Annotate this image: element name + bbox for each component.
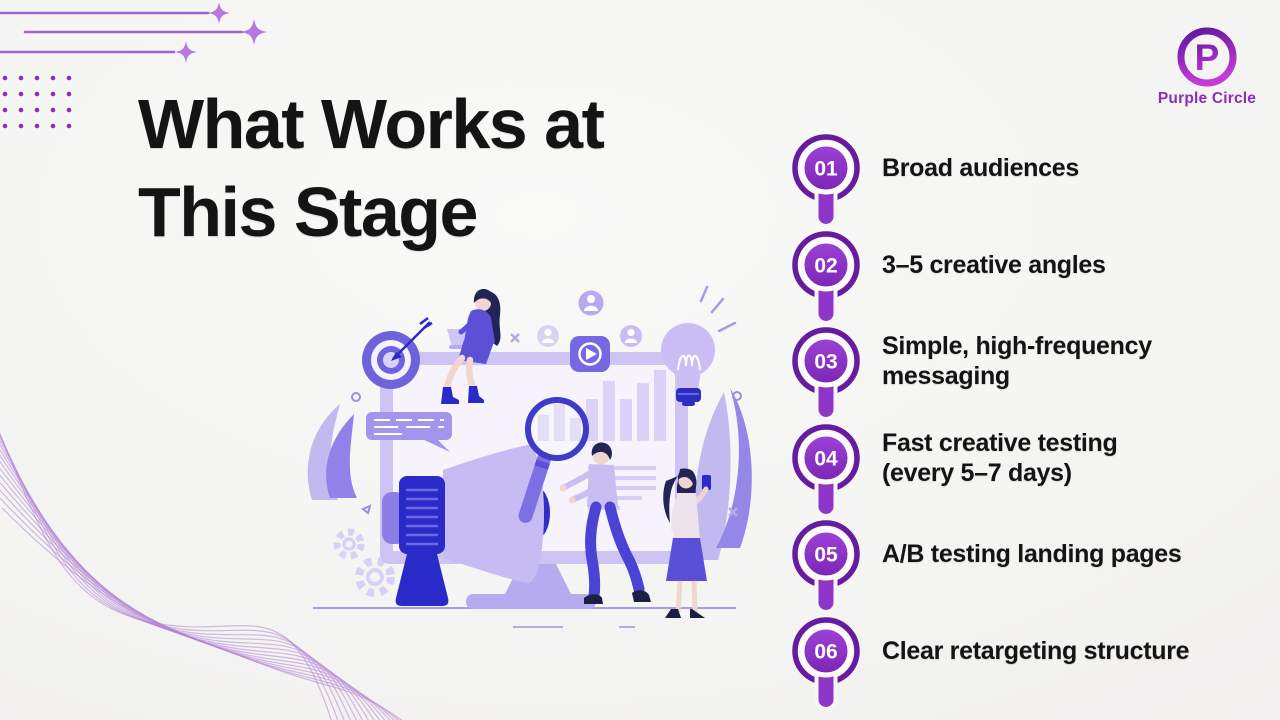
wave-lines-decor xyxy=(0,432,403,720)
brand-name: Purple Circle xyxy=(1158,90,1256,107)
list-item-text: Broad audiences xyxy=(882,154,1079,183)
list-item: 02 3–5 creative angles xyxy=(786,217,1256,325)
list-item: 05 A/B testing landing pages xyxy=(786,506,1256,615)
user-avatar-icon xyxy=(537,325,559,347)
play-button-icon xyxy=(570,336,610,372)
marker-number: 02 xyxy=(814,254,837,277)
scatter-marks-decor xyxy=(351,333,742,517)
list-item-text: Fast creative testing (every 5–7 days) xyxy=(882,428,1118,487)
list-item: 03 Simple, high-frequency messaging xyxy=(786,313,1256,422)
user-avatar-icon xyxy=(578,290,604,316)
sparkle-lines-decor xyxy=(0,2,267,63)
list-marker-pin: 06 xyxy=(792,617,860,711)
list-marker-pin: 04 xyxy=(792,424,860,518)
sparkle-icon xyxy=(241,19,267,45)
lightbulb-icon xyxy=(661,285,737,406)
sparkle-icon xyxy=(175,41,197,63)
marker-number: 03 xyxy=(814,351,837,374)
key-points-list: 01 Broad audiences 02 3–5 creative angle… xyxy=(786,120,1256,711)
man-with-magnifier xyxy=(559,442,651,604)
speech-bubble-icon xyxy=(366,412,452,452)
sparkle-icon xyxy=(208,2,230,24)
marker-number: 01 xyxy=(814,158,838,181)
logo-monogram: P xyxy=(1195,37,1220,78)
marker-number: 05 xyxy=(814,544,838,567)
woman-with-phone xyxy=(663,468,711,618)
user-avatar-icon xyxy=(620,325,642,347)
plant-left xyxy=(307,404,357,500)
list-item: 04 Fast creative testing (every 5–7 days… xyxy=(786,410,1256,518)
list-item-text: Clear retargeting structure xyxy=(882,636,1190,665)
list-item: 01 Broad audiences xyxy=(786,120,1256,229)
magnifier-icon xyxy=(518,397,589,523)
list-marker-pin: 01 xyxy=(792,134,860,229)
page-title: What Works at This Stage xyxy=(138,80,698,256)
list-item-text: Simple, high-frequency messaging xyxy=(882,332,1152,391)
dot-grid-decor xyxy=(2,75,72,129)
target-icon xyxy=(362,317,433,389)
list-item-text: A/B testing landing pages xyxy=(882,540,1182,569)
list-marker-pin: 05 xyxy=(792,520,860,615)
list-item: 06 Clear retargeting structure xyxy=(786,603,1256,711)
marker-number: 06 xyxy=(814,640,837,663)
woman-on-monitor xyxy=(441,289,501,404)
list-item-text: 3–5 creative angles xyxy=(882,250,1106,279)
marker-number: 04 xyxy=(814,447,838,470)
logo-ring-icon xyxy=(1177,27,1237,87)
plant-right xyxy=(694,388,752,560)
bar-chart xyxy=(538,370,666,441)
list-marker-pin: 03 xyxy=(792,327,860,422)
title-line-2: This Stage xyxy=(138,173,478,251)
brand-logo: P Purple Circle xyxy=(1158,27,1256,107)
digital-marketing-illustration xyxy=(307,285,752,628)
title-line-1: What Works at xyxy=(138,85,605,163)
gears-icon xyxy=(333,528,395,597)
list-marker-pin: 02 xyxy=(792,231,860,325)
